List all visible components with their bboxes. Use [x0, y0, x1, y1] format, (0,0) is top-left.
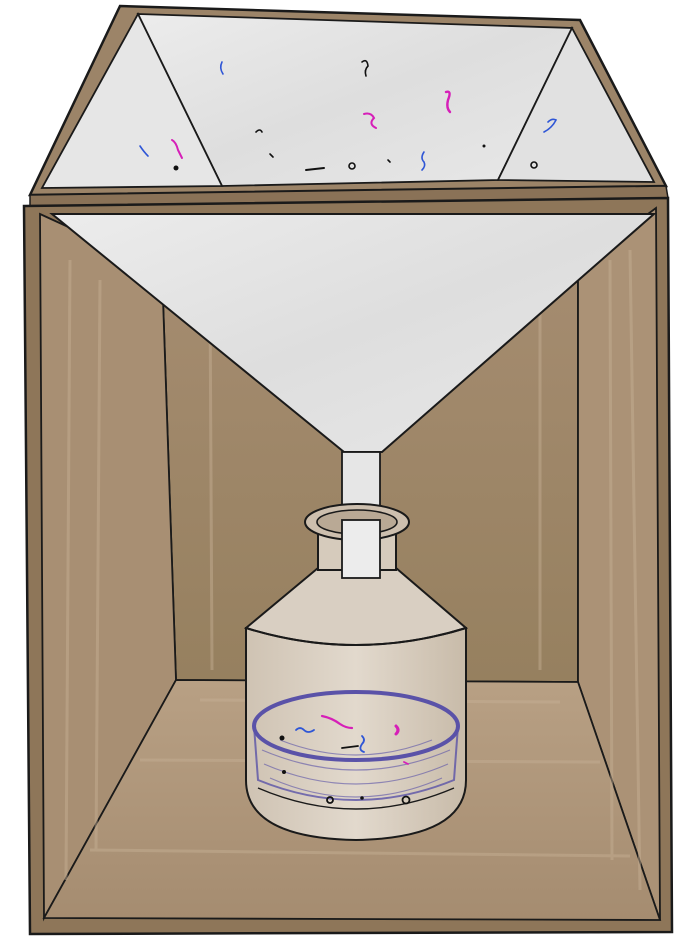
particle-icon: [483, 145, 486, 148]
top-tray: [30, 6, 668, 206]
particle-icon: [360, 796, 364, 800]
particle-icon: [282, 770, 286, 774]
particle-icon: [174, 166, 179, 171]
funnel-spout-tip: [342, 520, 380, 578]
jar-body: [246, 628, 466, 840]
particle-icon: [280, 736, 285, 741]
